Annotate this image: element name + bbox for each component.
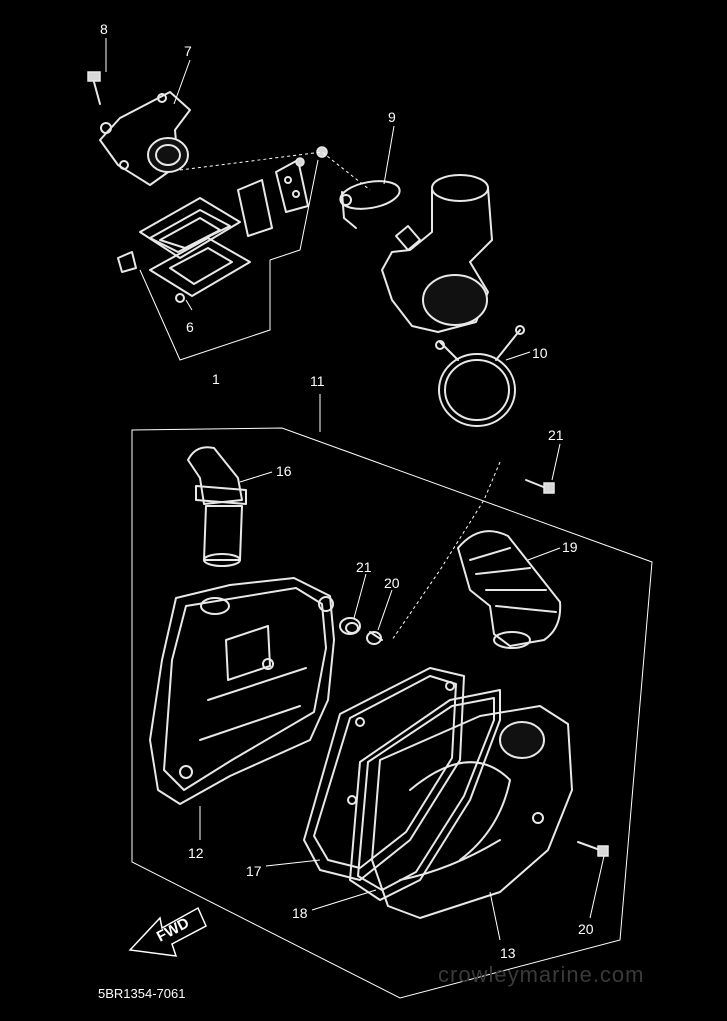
part-10-spring-clamp: [435, 325, 525, 427]
part-9-hose-clamp: [339, 180, 401, 229]
callout-10: 10: [532, 345, 548, 361]
callout-13: 13: [500, 945, 516, 961]
part-1-reed-valve-assembly: [117, 146, 328, 273]
part-17-intake-duct: [457, 530, 562, 649]
part-21-grommet: [339, 617, 361, 635]
callout-6: 6: [186, 319, 194, 335]
callout-21-label: 21: [356, 559, 372, 575]
part-15-element: [303, 667, 465, 881]
callout-20: 20: [384, 575, 400, 591]
callout-8: 8: [100, 21, 108, 37]
part-19-screw: [525, 479, 555, 494]
part-6-gasket: [149, 237, 251, 303]
callout-19: 21: [548, 427, 564, 443]
callout-12: 12: [188, 845, 204, 861]
leader-lines: [105, 38, 605, 941]
carburetor-joint: [381, 174, 493, 333]
callout-numbers: 8 7 9 10 6 1 11 16 21 19 21 21 20 12 17 …: [100, 21, 594, 961]
callout-7: 7: [184, 43, 192, 59]
callout-11: 11: [310, 373, 325, 389]
part-8-bolt: [87, 71, 101, 105]
part-7-intake-manifold: [99, 91, 191, 186]
part-12-air-cleaner-case: [149, 577, 335, 805]
callout-1: 1: [212, 371, 220, 387]
callout-14: 16: [276, 463, 292, 479]
forward-direction-arrow: FWD: [128, 906, 207, 957]
part-16-gasket: [349, 689, 501, 901]
callout-17: 19: [562, 539, 578, 555]
callout-9: 9: [388, 109, 396, 125]
part-20-plug: [366, 631, 383, 645]
diagram-code: 5BR1354-7061: [98, 986, 185, 1001]
callout-18: 20: [578, 921, 594, 937]
callout-16: 18: [292, 905, 308, 921]
callout-15: 17: [246, 863, 262, 879]
part-14-elbow-duct: [187, 446, 247, 567]
part-13-cover: [371, 705, 573, 919]
watermark: crowleymarine.com: [438, 962, 645, 987]
air-cleaner-assembly-boundary: [131, 427, 653, 999]
part-18-screw: [577, 841, 609, 857]
